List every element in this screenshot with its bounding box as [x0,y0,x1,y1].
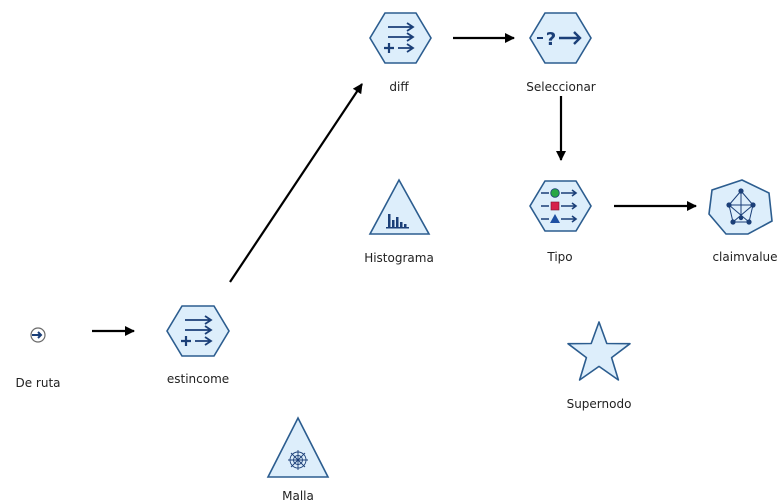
node-label-estincome: estincome [166,372,230,386]
node-tipo[interactable] [529,180,592,232]
node-label-malla: Malla [282,489,314,503]
node-claimvalue[interactable] [708,179,773,235]
histogram-icon [368,178,431,235]
node-supernodo[interactable] [567,321,631,381]
node-label-seleccionar: Seleccionar [526,80,596,94]
connector-estincome-diff[interactable] [229,83,363,283]
derive-icon [166,305,230,357]
node-de-ruta[interactable] [30,327,46,343]
node-label-diff: diff [389,80,409,94]
node-label-claimvalue: claimvalue [712,250,778,264]
node-diff[interactable] [369,12,432,64]
web-icon [266,416,330,478]
star-icon [567,321,631,381]
node-label-de-ruta: De ruta [15,376,61,390]
node-malla[interactable] [266,416,330,478]
connectors [92,33,697,336]
model-nugget-icon [708,179,773,235]
node-label-histograma: Histograma [364,251,434,265]
select-icon: ? [529,12,592,64]
node-estincome[interactable] [166,305,230,357]
derive-icon [369,12,432,64]
svg-text:?: ? [546,29,556,50]
node-label-tipo: Tipo [547,250,573,264]
source-arrow-icon [30,327,46,343]
node-seleccionar[interactable]: ? [529,12,592,64]
type-icon [529,180,592,232]
node-histograma[interactable] [368,178,431,235]
node-label-supernodo: Supernodo [566,397,632,411]
